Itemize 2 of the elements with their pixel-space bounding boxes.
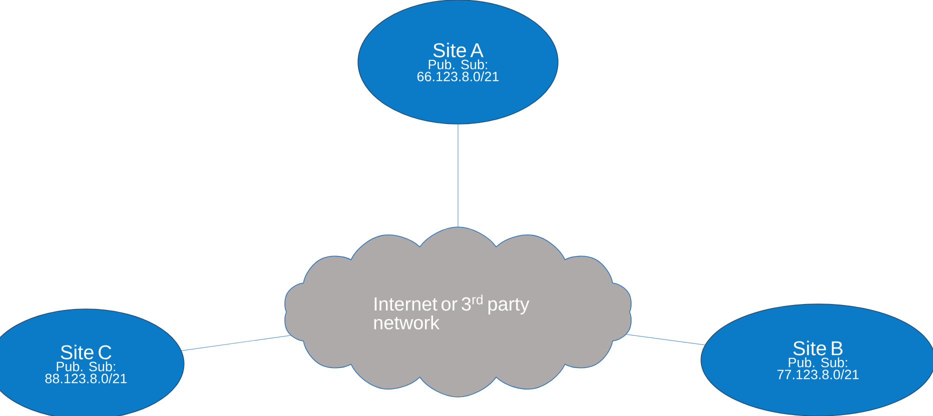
- connector-line: [626, 334, 706, 346]
- connector-line: [181, 335, 291, 351]
